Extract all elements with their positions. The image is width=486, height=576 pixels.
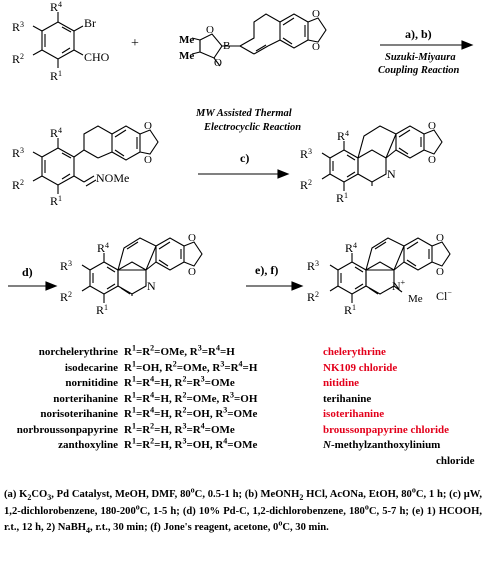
r2-label-4: R2 bbox=[60, 290, 72, 304]
product-name: chelerythrine bbox=[323, 346, 386, 358]
oxime-intermediate-structure bbox=[32, 125, 159, 194]
r1-label-2: R1 bbox=[50, 194, 62, 208]
n-label-2: N bbox=[147, 279, 156, 293]
o-label-2: O bbox=[214, 57, 222, 69]
product-name: isoterihanine bbox=[323, 408, 385, 420]
o-label-8: O bbox=[428, 154, 436, 166]
product-name: nitidine bbox=[323, 377, 360, 389]
chloride-label: Cl− bbox=[436, 288, 452, 303]
r2-label-3: R2 bbox=[300, 178, 312, 192]
product-name: terihanine bbox=[323, 392, 372, 405]
mw-label-2: Electrocyclic Reaction bbox=[203, 122, 301, 133]
o-label-12: O bbox=[436, 266, 444, 278]
r3-label-5: R3 bbox=[307, 259, 319, 273]
substituent-pattern: R1=R2=H, R3=R4=OMe bbox=[124, 420, 235, 436]
n-plus-label: N+ bbox=[392, 278, 406, 293]
reaction-arrow-c bbox=[198, 169, 290, 179]
step-c-label: c) bbox=[240, 151, 249, 165]
mw-label-1: MW Assisted Thermal bbox=[195, 108, 292, 119]
step-d-label: d) bbox=[22, 265, 33, 279]
substituent-pattern: R1=R2=H, R3=OH, R4=OMe bbox=[124, 436, 258, 451]
r1-label: R1 bbox=[50, 69, 62, 83]
me-label-2: Me bbox=[179, 50, 194, 62]
o-label-9: O bbox=[188, 232, 196, 244]
compound-name: isodecarine bbox=[64, 361, 118, 374]
r4-label-5: R4 bbox=[345, 241, 357, 255]
substituent-pattern: R1=R4=H, R2=OH, R3=OMe bbox=[124, 405, 258, 420]
step-ab-label: a), b) bbox=[405, 27, 432, 41]
compound-name: norterihanine bbox=[53, 392, 118, 405]
n-label-1: N bbox=[387, 167, 396, 181]
r2-label: R2 bbox=[12, 52, 24, 66]
br-label: Br bbox=[84, 16, 96, 30]
suzuki-label-1: Suzuki-Miyaura bbox=[385, 52, 456, 63]
plus-sign: + bbox=[131, 36, 139, 51]
o-label-6: O bbox=[144, 154, 152, 166]
substituent-pattern: R1=R4=H, R2=OMe, R3=OH bbox=[124, 389, 258, 405]
dihydrobenzophenanthridine-structure bbox=[321, 125, 443, 191]
reaction-conditions: (a) K2CO3, Pd Catalyst, MeOH, DMF, 80oC,… bbox=[4, 485, 482, 536]
r4-label-2: R4 bbox=[50, 126, 62, 140]
o-label-1: O bbox=[206, 24, 214, 36]
r4-label: R4 bbox=[50, 0, 62, 14]
o-label-3: O bbox=[312, 8, 320, 20]
bromobenzaldehyde-structure bbox=[32, 12, 84, 68]
o-label-4: O bbox=[312, 41, 320, 53]
compound-name: norbroussonpapyrine bbox=[16, 423, 118, 436]
step-ef-label: e), f) bbox=[255, 263, 278, 277]
substituent-pattern: R1=OH, R2=OMe, R3=R4=H bbox=[124, 358, 258, 374]
r2-label-5: R2 bbox=[307, 290, 319, 304]
n-methyl-label: Me bbox=[408, 293, 423, 305]
substituent-pattern: R1=R2=OMe, R3=R4=H bbox=[124, 343, 235, 358]
r3-label-4: R3 bbox=[60, 259, 72, 273]
compound-name: norchelerythrine bbox=[38, 346, 118, 358]
r3-label-2: R3 bbox=[12, 146, 24, 160]
benzophenanthridine-structure bbox=[81, 237, 203, 303]
compound-name: nornitidine bbox=[65, 377, 118, 389]
r1-label-4: R1 bbox=[96, 303, 108, 317]
reaction-arrow-ab bbox=[380, 40, 474, 50]
product-name: broussonpapyrine chloride bbox=[323, 423, 450, 436]
reaction-scheme: R4 R3 R2 R1 Br CHO + Me Me O B O O O a),… bbox=[8, 0, 474, 317]
suzuki-label-2: Coupling Reaction bbox=[378, 65, 460, 76]
o-label-5: O bbox=[144, 120, 152, 132]
compound-name: norisoterihanine bbox=[40, 408, 118, 420]
cho-label: CHO bbox=[84, 50, 110, 64]
r3-label: R3 bbox=[12, 20, 24, 34]
me-label-1: Me bbox=[179, 34, 194, 46]
nome-label: NOMe bbox=[96, 171, 129, 185]
r4-label-3: R4 bbox=[337, 129, 349, 143]
r3-label-3: R3 bbox=[300, 147, 312, 161]
reaction-arrow-d bbox=[8, 281, 58, 291]
r1-label-5: R1 bbox=[344, 303, 356, 317]
product-name-line2: chloride bbox=[436, 454, 475, 467]
r4-label-4: R4 bbox=[97, 241, 109, 255]
b-label: B bbox=[223, 40, 230, 52]
reaction-arrow-ef bbox=[246, 281, 304, 291]
product-name: N-methylzanthoxylinium bbox=[323, 439, 441, 451]
product-name: NK109 chloride bbox=[323, 361, 398, 374]
r2-label-2: R2 bbox=[12, 178, 24, 192]
o-label-10: O bbox=[188, 266, 196, 278]
boronate-ester-structure bbox=[191, 13, 327, 67]
compound-name: zanthoxyline bbox=[58, 439, 118, 451]
benzophenanthridinium-structure bbox=[329, 237, 451, 303]
o-label-7: O bbox=[428, 120, 436, 132]
r1-label-3: R1 bbox=[336, 191, 348, 205]
substituent-pattern: R1=R4=H, R2=R3=OMe bbox=[124, 374, 235, 389]
o-label-11: O bbox=[436, 232, 444, 244]
